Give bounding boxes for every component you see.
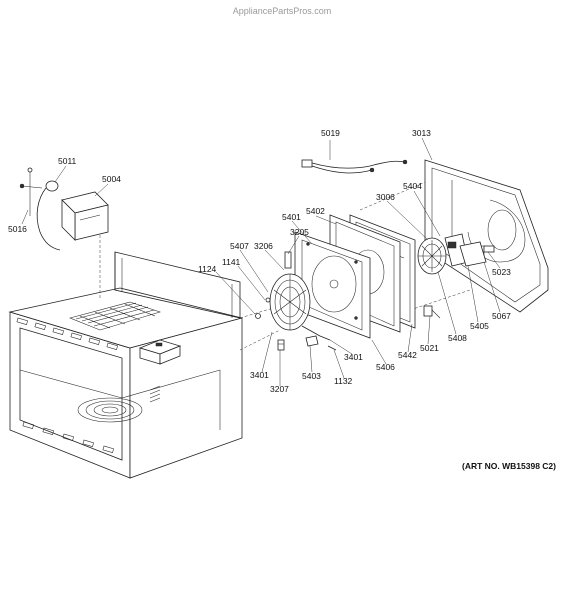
label-5405: 5405 <box>470 321 489 331</box>
front-frame-slots <box>16 317 118 453</box>
clip-5403 <box>305 335 319 347</box>
part-5016-screw <box>27 167 33 216</box>
label-3206: 3206 <box>254 241 273 251</box>
fan-motor-assembly <box>417 233 487 275</box>
label-3205: 3205 <box>290 227 309 237</box>
label-1141: 1141 <box>222 257 241 267</box>
clip-3207 <box>277 339 285 351</box>
label-5401: 5401 <box>282 212 301 222</box>
art-number: (ART NO. WB15398 C2) <box>462 461 556 471</box>
label-5406: 5406 <box>376 362 395 372</box>
part-labels: 5019 3013 5011 5004 5016 3006 5404 3205 … <box>8 128 511 394</box>
label-3006: 3006 <box>376 192 395 202</box>
leader-lines <box>21 137 501 386</box>
wire-harness-5019 <box>301 159 408 174</box>
screw-1124 <box>255 313 261 319</box>
label-5402: 5402 <box>306 206 325 216</box>
label-5067: 5067 <box>492 311 511 321</box>
watermark-text: AppliancePartsPros.com <box>233 6 332 16</box>
oven-cavity <box>8 251 243 479</box>
back-panel-3013 <box>424 159 549 313</box>
label-1124: 1124 <box>198 264 217 274</box>
side-vent-slots <box>149 385 161 403</box>
label-1132: 1132 <box>334 376 353 386</box>
label-5004: 5004 <box>102 174 121 184</box>
label-5442: 5442 <box>398 350 417 360</box>
part-5021-connector <box>423 305 441 319</box>
label-3401-right: 3401 <box>344 352 363 362</box>
label-5011: 5011 <box>58 156 77 166</box>
top-vent-grille <box>69 301 161 331</box>
screw-1141 <box>265 297 271 303</box>
label-5021: 5021 <box>420 343 439 353</box>
part-5023-switch <box>483 245 495 253</box>
heater-ring-5407 <box>269 273 331 341</box>
part-5011-component <box>19 180 61 251</box>
top-box-component <box>138 339 182 365</box>
part-5004-bracket <box>61 191 109 241</box>
label-5023: 5023 <box>492 267 511 277</box>
label-5016: 5016 <box>8 224 27 234</box>
label-5404: 5404 <box>403 181 422 191</box>
label-5407: 5407 <box>230 241 249 251</box>
cavity-floor-rings <box>77 397 143 423</box>
bracket-3205 <box>284 251 292 269</box>
label-5408: 5408 <box>448 333 467 343</box>
label-3207: 3207 <box>270 384 289 394</box>
label-5403: 5403 <box>302 371 321 381</box>
label-5019: 5019 <box>321 128 340 138</box>
screw-1132 <box>327 345 337 351</box>
label-3013: 3013 <box>412 128 431 138</box>
label-3401-left: 3401 <box>250 370 269 380</box>
